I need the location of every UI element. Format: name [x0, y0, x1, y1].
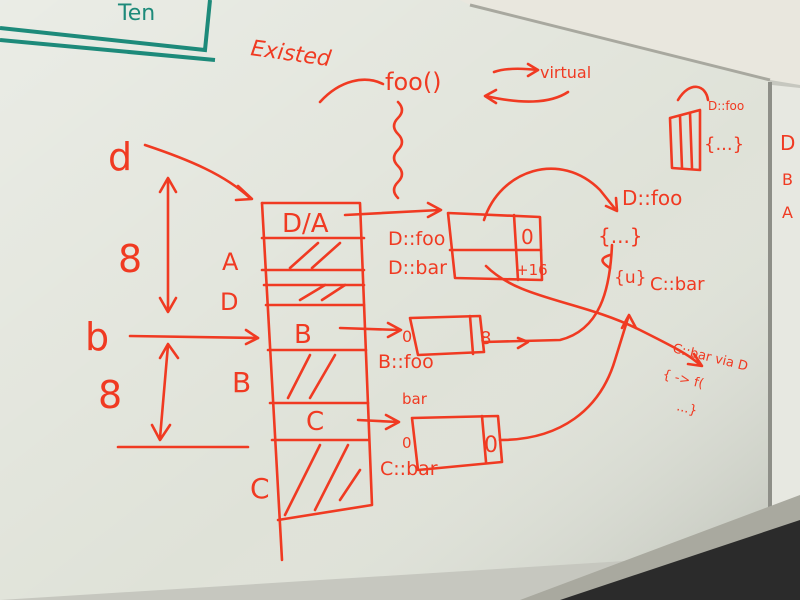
d-foo-link — [482, 167, 618, 222]
c-vptr-arrow — [356, 418, 400, 424]
d-vtable-offset: +16 — [516, 261, 548, 279]
right-d-foo-label: D::foo — [622, 186, 682, 210]
d-bar-label: D::bar — [388, 257, 447, 279]
second-whiteboard — [772, 85, 800, 508]
da-vptr-arrow — [343, 208, 442, 217]
c-bar-link — [498, 316, 630, 442]
marker-tray — [520, 495, 800, 600]
cell-da-label: D/A — [282, 209, 329, 239]
c-bar-label: C::bar — [380, 458, 438, 480]
frame-edge — [469, 3, 771, 82]
right-braces-u: {u} — [614, 268, 646, 288]
d-foo-label: D::foo — [388, 228, 445, 250]
board-shading — [0, 0, 770, 600]
teal-note-box — [0, 0, 216, 62]
b-vtable-zero: 0 — [402, 327, 412, 346]
floor-shadow — [560, 520, 800, 600]
cell-c-side-label: C — [250, 472, 270, 505]
b-pointer-arrow — [128, 334, 260, 340]
top-right-dots: {...} — [704, 134, 744, 155]
object-layout-diagram — [116, 62, 710, 562]
virtual-note: virtual — [540, 63, 591, 82]
c-vtable-zero: 0 — [402, 434, 412, 452]
far-right-b: B — [782, 170, 793, 189]
b-vptr-arrow — [338, 326, 402, 332]
d-vtable-zero: 0 — [521, 225, 534, 249]
memory-block-outline — [260, 201, 374, 522]
memory-block-left-edge — [260, 201, 284, 562]
squiggle-line — [392, 100, 404, 200]
b-label: b — [85, 315, 109, 359]
top-right-dfoo-label: D::foo — [708, 99, 744, 113]
cell-b-label: B — [294, 320, 312, 350]
corner-note: Ten — [117, 1, 155, 26]
board-top-frame — [460, 0, 800, 85]
size-arrow-bottom — [158, 343, 170, 440]
b-vtable-box — [408, 314, 486, 357]
c-vtable-o: 0 — [484, 433, 498, 458]
cell-c-label: C — [306, 407, 324, 437]
far-right-d: D — [780, 131, 795, 155]
c-vtable-box — [410, 414, 504, 472]
cell-d-label: D — [220, 288, 238, 316]
right-c-bar-label: C::bar — [650, 274, 705, 295]
b-foo-label: B::foo — [378, 351, 434, 373]
small-dots-label: ...} — [675, 399, 699, 419]
d-label: d — [108, 135, 132, 179]
c-bar-via-d-link — [484, 264, 702, 367]
size-eight-bottom: 8 — [98, 373, 122, 417]
far-right-a: A — [782, 203, 793, 222]
foo-call-label: foo() — [385, 68, 442, 96]
size-eight-top: 8 — [118, 237, 142, 281]
d-vtable-box — [446, 211, 544, 282]
cell-a-label: A — [222, 248, 239, 276]
b-vtable-eight: 8 — [480, 328, 491, 349]
b-link — [482, 243, 614, 344]
bar-label: bar — [402, 390, 428, 408]
right-braces-dots: {...} — [598, 224, 643, 248]
cell-b-side-label: B — [232, 366, 251, 399]
